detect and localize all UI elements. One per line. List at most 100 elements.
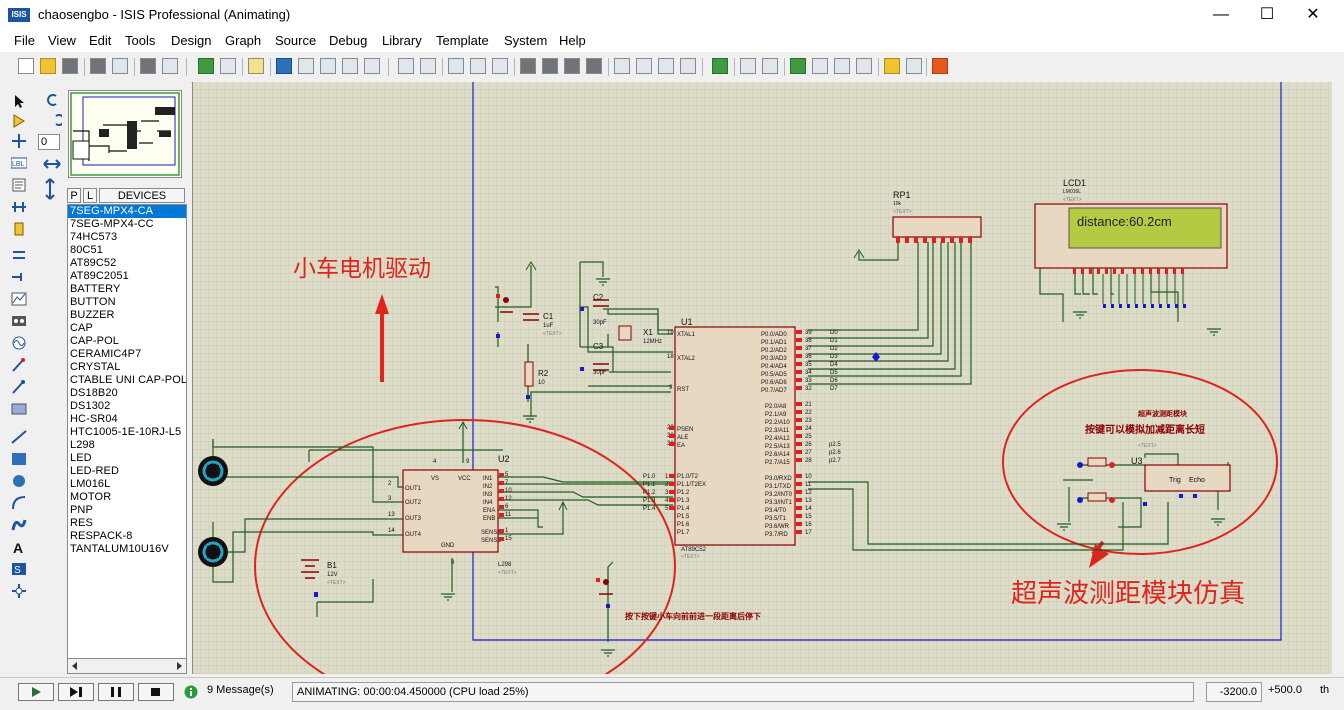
- selection-mode-icon[interactable]: [11, 94, 27, 108]
- device-item[interactable]: AT89C52: [70, 257, 117, 269]
- library-manager-button[interactable]: L: [83, 188, 97, 203]
- overview-window[interactable]: [68, 90, 182, 178]
- device-item[interactable]: DS1302: [70, 400, 111, 412]
- device-item[interactable]: CTABLE UNI CAP-POL: [70, 374, 187, 386]
- device-item[interactable]: L298: [70, 439, 95, 451]
- menu-template[interactable]: Template: [436, 33, 489, 48]
- graph-mode-icon[interactable]: [11, 292, 27, 306]
- virtual-instruments-icon[interactable]: [11, 402, 27, 416]
- device-item[interactable]: CAP-POL: [70, 335, 119, 347]
- subcircuit-icon[interactable]: [11, 222, 27, 236]
- new-file-icon[interactable]: [18, 58, 34, 74]
- device-pins-icon[interactable]: [11, 270, 27, 284]
- exit-to-parent-icon[interactable]: [834, 58, 850, 74]
- line-tool-icon[interactable]: [11, 430, 27, 444]
- rotate-cw-icon[interactable]: [47, 94, 57, 106]
- device-item[interactable]: CAP: [70, 322, 93, 334]
- device-item[interactable]: PNP: [70, 504, 93, 516]
- text-tool-icon[interactable]: A: [11, 540, 27, 554]
- new-sheet-icon[interactable]: [790, 58, 806, 74]
- device-item[interactable]: CRYSTAL: [70, 361, 121, 373]
- mirror-x-icon[interactable]: [43, 159, 61, 169]
- zoom-area-icon[interactable]: [364, 58, 380, 74]
- device-item[interactable]: MOTOR: [70, 491, 112, 503]
- maximize-button[interactable]: ☐: [1259, 6, 1275, 23]
- device-item[interactable]: RES: [70, 517, 93, 529]
- refresh-icon[interactable]: [198, 58, 214, 74]
- marker-tool-icon[interactable]: [11, 584, 27, 598]
- cut-icon[interactable]: [448, 58, 464, 74]
- text-script-icon[interactable]: [11, 178, 27, 192]
- zoom-in-icon[interactable]: [298, 58, 314, 74]
- import-icon[interactable]: [90, 58, 106, 74]
- stop-button[interactable]: [138, 683, 174, 701]
- origin-icon[interactable]: [248, 58, 264, 74]
- ares-icon[interactable]: [932, 58, 948, 74]
- property-tool-icon[interactable]: [762, 58, 778, 74]
- component-mode-icon[interactable]: [11, 114, 27, 128]
- tape-recorder-icon[interactable]: [11, 314, 27, 328]
- menu-library[interactable]: Library: [382, 33, 422, 48]
- device-item[interactable]: LED: [70, 452, 92, 464]
- pick-devices-button[interactable]: P: [67, 188, 81, 203]
- zoom-to-child-icon[interactable]: [856, 58, 872, 74]
- redo-icon[interactable]: [420, 58, 436, 74]
- box-tool-icon[interactable]: [11, 452, 27, 466]
- rotation-angle-input[interactable]: 0: [38, 134, 60, 150]
- device-item[interactable]: DS18B20: [70, 387, 118, 399]
- arc-tool-icon[interactable]: [11, 496, 27, 510]
- terminals-icon[interactable]: [11, 248, 27, 262]
- electrical-check-icon[interactable]: [906, 58, 922, 74]
- undo-icon[interactable]: [398, 58, 414, 74]
- zoom-all-icon[interactable]: [342, 58, 358, 74]
- mirror-y-icon[interactable]: [42, 178, 58, 200]
- device-item[interactable]: 80C51: [70, 244, 103, 256]
- circle-tool-icon[interactable]: [11, 474, 27, 488]
- print-icon[interactable]: [140, 58, 156, 74]
- open-file-icon[interactable]: [40, 58, 56, 74]
- block-rotate-icon[interactable]: [564, 58, 580, 74]
- device-item[interactable]: BUTTON: [70, 296, 116, 308]
- device-item[interactable]: BATTERY: [70, 283, 121, 295]
- make-device-icon[interactable]: [636, 58, 652, 74]
- menu-graph[interactable]: Graph: [225, 33, 262, 48]
- decompose-icon[interactable]: [680, 58, 696, 74]
- device-item[interactable]: CERAMIC4P7: [70, 348, 142, 360]
- block-delete-icon[interactable]: [586, 58, 602, 74]
- menu-file[interactable]: File: [14, 33, 35, 48]
- device-item[interactable]: 7SEG-MPX4-CA: [68, 205, 186, 218]
- menu-tools[interactable]: Tools: [125, 33, 156, 48]
- device-item[interactable]: HTC1005-1E-10RJ-L5: [70, 426, 182, 438]
- grid-icon[interactable]: [220, 58, 236, 74]
- generator-icon[interactable]: [11, 336, 27, 350]
- junction-dot-icon[interactable]: [11, 134, 27, 148]
- pick-device-icon[interactable]: [614, 58, 630, 74]
- message-count[interactable]: 9 Message(s): [207, 684, 274, 696]
- print-area-icon[interactable]: [162, 58, 178, 74]
- device-item[interactable]: 7SEG-MPX4-CC: [70, 218, 154, 230]
- symbol-tool-icon[interactable]: S: [11, 562, 27, 576]
- menu-edit[interactable]: Edit: [89, 33, 112, 48]
- menu-source[interactable]: Source: [275, 33, 317, 48]
- save-icon[interactable]: [62, 58, 78, 74]
- step-button[interactable]: [58, 683, 94, 701]
- device-list-scrollbar[interactable]: [67, 658, 187, 674]
- current-probe-icon[interactable]: [11, 380, 27, 394]
- device-item[interactable]: RESPACK-8: [70, 530, 133, 542]
- minimize-button[interactable]: —: [1213, 6, 1229, 23]
- device-item[interactable]: AT89C2051: [70, 270, 129, 282]
- bill-of-materials-icon[interactable]: [884, 58, 900, 74]
- device-item[interactable]: 74HC573: [70, 231, 118, 243]
- path-tool-icon[interactable]: [11, 518, 27, 532]
- schematic-canvas[interactable]: 小车电机驱动 超声波测距模块仿真: [192, 82, 1333, 674]
- copy-icon[interactable]: [470, 58, 486, 74]
- remove-sheet-icon[interactable]: [812, 58, 828, 74]
- paste-icon[interactable]: [492, 58, 508, 74]
- device-item[interactable]: LED-RED: [70, 465, 119, 477]
- search-icon[interactable]: [740, 58, 756, 74]
- menu-help[interactable]: Help: [559, 33, 586, 48]
- zoom-out-icon[interactable]: [320, 58, 336, 74]
- device-item[interactable]: LM016L: [70, 478, 111, 490]
- menu-system[interactable]: System: [504, 33, 548, 48]
- block-move-icon[interactable]: [542, 58, 558, 74]
